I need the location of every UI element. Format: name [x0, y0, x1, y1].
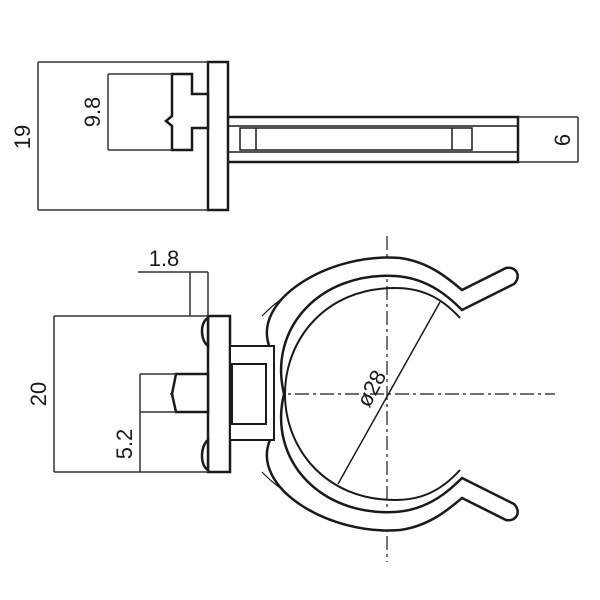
- dim-post-height: 9.8: [80, 97, 105, 128]
- side-dimensions: [37, 61, 579, 211]
- mount-post: [170, 372, 210, 414]
- dim-post-offset: 5.2: [112, 429, 137, 460]
- mount-bump-top: [200, 315, 210, 349]
- centerlines: [170, 236, 555, 562]
- mount-bump-bottom: [200, 437, 210, 473]
- dim-clip-diameter: ø28: [351, 366, 391, 411]
- side-view: [164, 60, 520, 212]
- mount-tab: [206, 314, 232, 474]
- mount-inner-block: [231, 363, 267, 425]
- dim-body-height: 20: [26, 382, 51, 406]
- side-arm: [228, 115, 520, 164]
- diameter-line: [337, 301, 441, 485]
- clip-mount: [170, 314, 275, 474]
- side-flange: [206, 60, 230, 212]
- side-slot: [239, 127, 473, 151]
- dim-tab-thickness: 1.8: [149, 246, 180, 271]
- top-dimensions: [53, 271, 209, 473]
- side-post: [164, 72, 210, 152]
- dim-arm-thickness: 6: [550, 134, 575, 146]
- clip-body: [265, 256, 519, 532]
- dim-overall-height: 19: [10, 125, 35, 149]
